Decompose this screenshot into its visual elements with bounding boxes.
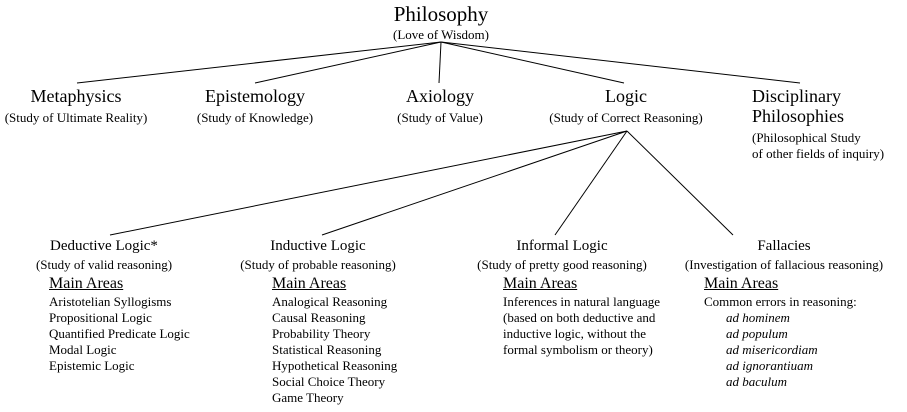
node-subtitle-line: (Philosophical Study xyxy=(752,130,861,145)
list-item: Propositional Logic xyxy=(49,310,152,325)
list-item: Inferences in natural language xyxy=(503,294,661,309)
areas-intro: Common errors in reasoning: xyxy=(704,294,857,309)
node-fallacies-areas: Main Areas Common errors in reasoning: a… xyxy=(704,275,857,389)
edge-logic-deductive xyxy=(109,130,628,236)
node-deductive-logic-areas: Main Areas Aristotelian Syllogisms Propo… xyxy=(49,275,190,373)
node-title-line: Philosophies xyxy=(752,106,845,126)
list-item: Causal Reasoning xyxy=(272,310,366,325)
node-disciplinary-philosophies: Disciplinary Philosophies (Philosophical… xyxy=(752,87,902,160)
node-deductive-logic-header: Deductive Logic* (Study of valid reasoni… xyxy=(18,238,190,272)
node-subtitle: (Study of Value) xyxy=(397,110,483,125)
list-item: Epistemic Logic xyxy=(49,358,135,373)
list-item: Quantified Predicate Logic xyxy=(49,326,190,341)
areas-heading: Main Areas xyxy=(272,275,347,292)
node-subtitle: (Study of Ultimate Reality) xyxy=(4,110,148,125)
edge-philosophy-disciplinary xyxy=(440,41,801,84)
node-subtitle: (Study of probable reasoning) xyxy=(240,257,396,272)
list-item: (based on both deductive and xyxy=(503,310,656,325)
edge-logic-informal xyxy=(554,130,628,236)
node-title: Deductive Logic* xyxy=(50,238,158,254)
edge-philosophy-metaphysics xyxy=(76,41,442,84)
node-philosophy: Philosophy (Love of Wisdom) xyxy=(341,2,541,42)
node-inductive-logic-areas: Main Areas Analogical Reasoning Causal R… xyxy=(272,275,398,405)
list-item: inductive logic, without the xyxy=(503,326,646,341)
node-title: Epistemology xyxy=(205,86,305,106)
node-epistemology: Epistemology (Study of Knowledge) xyxy=(180,87,330,124)
node-axiology: Axiology (Study of Value) xyxy=(384,87,496,124)
list-item: ad misericordiam xyxy=(726,342,818,357)
node-subtitle: (Study of pretty good reasoning) xyxy=(477,257,647,272)
areas-heading: Main Areas xyxy=(704,275,779,292)
node-title: Inductive Logic xyxy=(270,238,366,254)
node-logic: Logic (Study of Correct Reasoning) xyxy=(546,87,706,124)
edge-logic-inductive xyxy=(321,130,628,236)
node-title-line: Disciplinary xyxy=(752,86,841,106)
node-inductive-logic-header: Inductive Logic (Study of probable reaso… xyxy=(232,238,404,272)
node-metaphysics: Metaphysics (Study of Ultimate Reality) xyxy=(0,87,152,124)
list-item: ad baculum xyxy=(726,374,788,389)
node-subtitle: (Study of Knowledge) xyxy=(196,110,314,125)
list-item: formal symbolism or theory) xyxy=(503,342,653,357)
list-item: Social Choice Theory xyxy=(272,374,386,389)
areas-heading: Main Areas xyxy=(503,275,578,292)
node-fallacies-header: Fallacies (Investigation of fallacious r… xyxy=(674,238,894,272)
list-item: ad populum xyxy=(726,326,788,341)
list-item: Hypothetical Reasoning xyxy=(272,358,398,373)
node-subtitle-line: of other fields of inquiry) xyxy=(752,146,885,161)
node-title: Axiology xyxy=(405,86,474,106)
list-item: Aristotelian Syllogisms xyxy=(49,294,172,309)
list-item: Analogical Reasoning xyxy=(272,294,388,309)
list-item: Game Theory xyxy=(272,390,344,405)
list-item: ad hominem xyxy=(726,310,790,325)
list-item: ad ignorantiuam xyxy=(726,358,814,373)
list-item: Probability Theory xyxy=(272,326,371,341)
node-subtitle: (Study of Correct Reasoning) xyxy=(549,110,703,125)
node-title: Fallacies xyxy=(757,238,811,254)
edge-philosophy-epistemology xyxy=(254,41,442,84)
node-subtitle: (Study of valid reasoning) xyxy=(35,257,173,272)
node-subtitle: (Investigation of fallacious reasoning) xyxy=(684,257,884,272)
edge-logic-fallacies xyxy=(626,130,734,236)
list-item: Modal Logic xyxy=(49,342,117,357)
node-title: Logic xyxy=(605,86,647,106)
node-title: Metaphysics xyxy=(30,86,122,106)
list-item: Statistical Reasoning xyxy=(272,342,382,357)
node-informal-logic-header: Informal Logic (Study of pretty good rea… xyxy=(468,238,656,272)
edge-philosophy-axiology xyxy=(438,41,442,84)
node-title: Informal Logic xyxy=(516,238,608,254)
node-informal-logic-areas: Main Areas Inferences in natural languag… xyxy=(503,275,661,357)
node-subtitle: (Love of Wisdom) xyxy=(393,27,489,42)
areas-heading: Main Areas xyxy=(49,275,124,292)
node-title: Philosophy xyxy=(393,2,489,26)
edge-philosophy-logic xyxy=(440,41,625,84)
